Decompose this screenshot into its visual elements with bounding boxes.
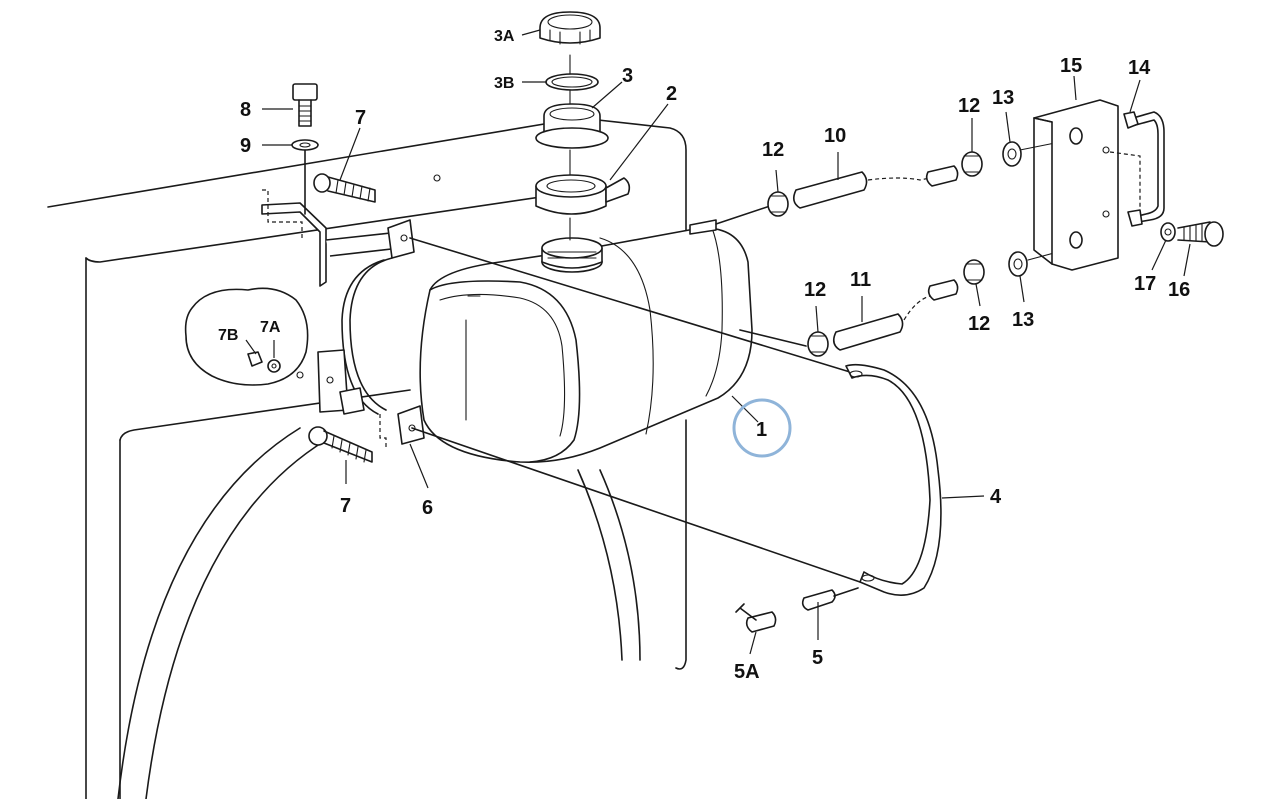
callout-7-top: 7 (355, 107, 366, 129)
highlight-circle (732, 398, 792, 458)
callout-7a: 7A (260, 319, 281, 336)
callout-12-b: 12 (804, 279, 826, 301)
callout-15: 15 (1060, 55, 1082, 77)
callout-4: 4 (990, 486, 1002, 508)
callout-labels: 3A 3B 3 2 8 9 7 7B 7A 7 6 1 4 5 5A 12 10… (218, 28, 1190, 683)
callout-17: 17 (1134, 273, 1156, 295)
callout-12-a: 12 (762, 139, 784, 161)
pins (735, 587, 859, 633)
callout-7-bottom: 7 (340, 495, 351, 517)
callout-14: 14 (1128, 57, 1151, 79)
callout-16: 16 (1168, 279, 1190, 301)
callout-10: 10 (824, 125, 846, 147)
tank-clamp-bracket (317, 219, 425, 450)
upper-bracket (261, 83, 401, 287)
callout-3: 3 (622, 65, 633, 87)
callout-7b: 7B (218, 327, 238, 344)
callout-1: 1 (756, 419, 767, 441)
expansion-tank (419, 219, 753, 464)
hose-assembly (715, 137, 1081, 357)
detail-bubble (184, 287, 309, 386)
callout-5: 5 (812, 647, 823, 669)
filler-cap-stack (535, 11, 631, 241)
callout-6: 6 (422, 497, 433, 519)
callout-12-d: 12 (968, 313, 990, 335)
radiator-frame (47, 117, 687, 799)
callout-13-bottom: 13 (1012, 309, 1034, 331)
tank-strap (409, 237, 942, 596)
callout-8: 8 (240, 99, 251, 121)
callout-3b: 3B (494, 75, 514, 92)
callout-11: 11 (850, 269, 871, 291)
callout-2: 2 (666, 83, 677, 105)
leader-lines (245, 29, 1191, 655)
callout-9: 9 (240, 135, 251, 157)
lower-bolt (308, 426, 373, 463)
callout-12-c: 12 (958, 95, 980, 117)
callout-13-top: 13 (992, 87, 1014, 109)
callout-5a: 5A (734, 661, 760, 683)
mounting-plate (1033, 99, 1224, 271)
callout-3a: 3A (494, 28, 515, 45)
